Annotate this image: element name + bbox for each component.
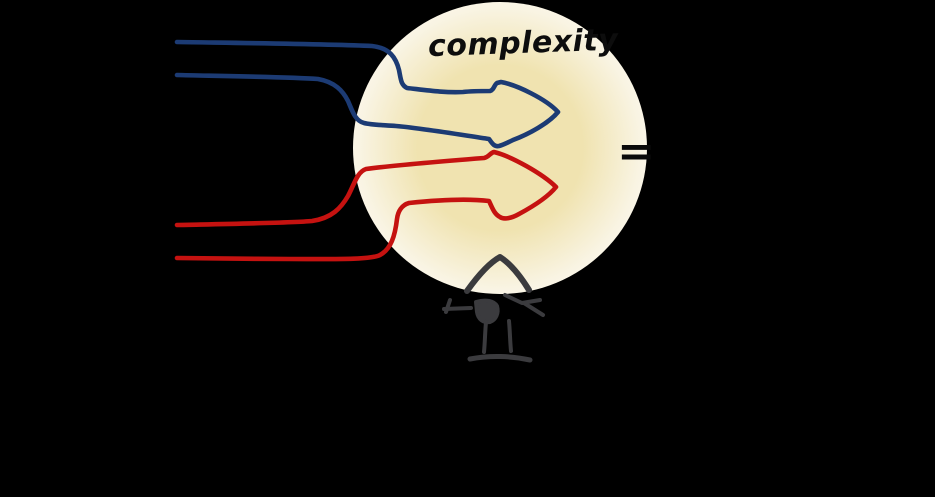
sketch-figure-icon <box>442 254 545 363</box>
blue-tangle-arrow-icon <box>174 39 561 149</box>
complexity-label: complexity <box>427 22 619 65</box>
equals-sign: = <box>617 126 656 176</box>
red-tangle-arrow-icon <box>174 149 559 262</box>
